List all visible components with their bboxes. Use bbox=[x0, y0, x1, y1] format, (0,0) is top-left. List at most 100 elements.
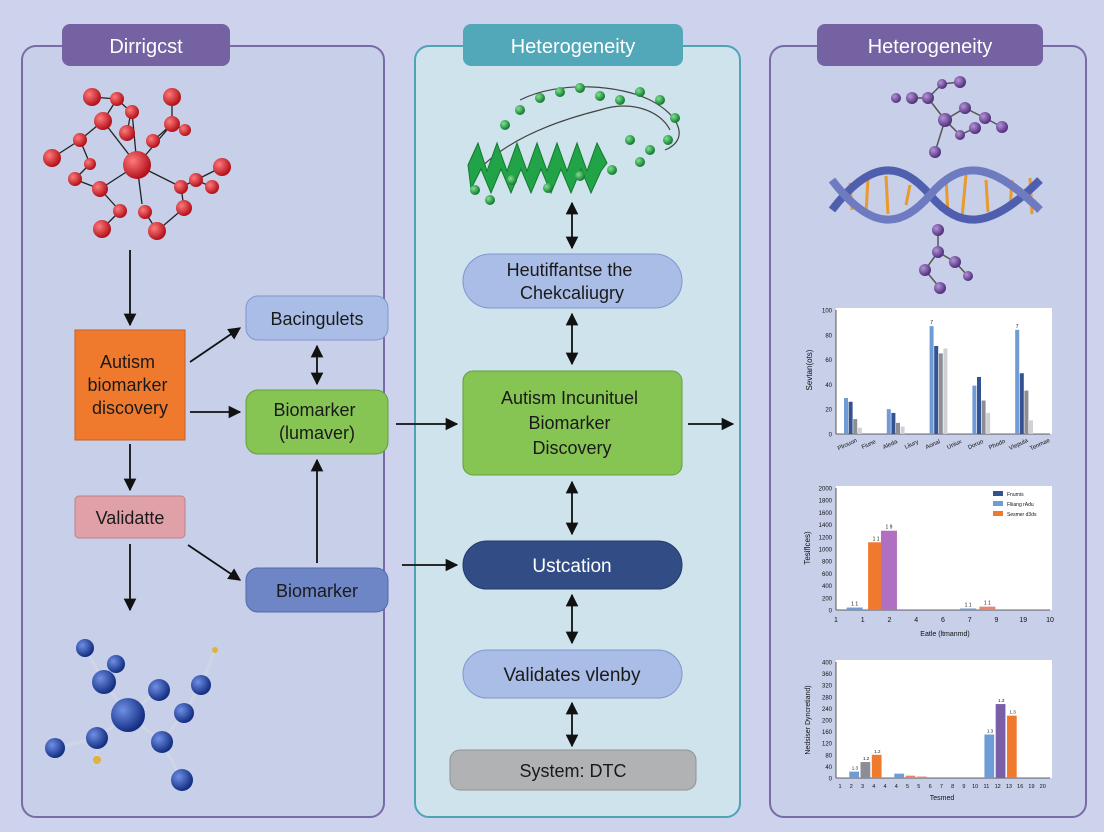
red-molecule-atoms bbox=[43, 88, 231, 240]
chart-2-ytick: 800 bbox=[822, 560, 833, 566]
chart-2-ytick: 0 bbox=[829, 609, 833, 615]
middle-panel-tab bbox=[463, 24, 683, 66]
chart-2-bar bbox=[960, 608, 977, 610]
biomarker-node-label: Biomarker bbox=[276, 581, 358, 601]
chart-3-xtick: 9 bbox=[962, 784, 965, 790]
chart-3-xtick: 12 bbox=[995, 784, 1001, 790]
chart-3-xtick: 1 bbox=[838, 784, 841, 790]
chart-3-xtick: 8 bbox=[951, 784, 954, 790]
chart-3-bar bbox=[905, 775, 916, 778]
chart-2-ytick: 600 bbox=[822, 572, 833, 578]
chart-1-bar bbox=[844, 398, 848, 434]
chart-2-xtick: 2 bbox=[888, 617, 892, 624]
biomarker-lumaver-node bbox=[245, 389, 389, 455]
chart-2-bar bbox=[880, 530, 897, 610]
chart-2-value-label: 1 1 bbox=[873, 536, 880, 542]
heutiff-node bbox=[462, 253, 683, 309]
chart-1-bar bbox=[1024, 390, 1029, 434]
autism-biomarker-discovery-node bbox=[74, 329, 186, 441]
chart-2-xtick: 10 bbox=[1046, 617, 1054, 624]
chart-2-ytick: 1400 bbox=[819, 523, 833, 529]
chart-2-ylabel: Tesiflces) bbox=[803, 531, 812, 565]
chart-2-legend-swatch bbox=[993, 511, 1003, 516]
chart-1-bar bbox=[891, 412, 896, 434]
chart-2-value-label: 1 1 bbox=[984, 601, 991, 607]
chart-2-ytick: 1800 bbox=[819, 499, 833, 505]
bacingulets-node bbox=[245, 295, 389, 341]
validates-node-label: Validates vlenby bbox=[504, 665, 641, 686]
chart-3-ytick: 200 bbox=[822, 719, 833, 725]
chart-3-value-label: 1.3 bbox=[998, 698, 1005, 703]
green-protein-icon bbox=[467, 83, 680, 205]
chart-2-legend-swatch bbox=[993, 491, 1003, 496]
chart-3-xtick: 11 bbox=[984, 784, 990, 790]
validates-node bbox=[462, 649, 683, 699]
chart-3-xtick: 3 bbox=[861, 784, 864, 790]
chart-3-xtick: 6 bbox=[929, 784, 932, 790]
chart-1-xtick: Aonal bbox=[925, 439, 941, 451]
chart-1-bar bbox=[986, 412, 991, 434]
chart-3-bar bbox=[871, 754, 882, 778]
chart-1-bar bbox=[929, 326, 934, 434]
chart-3-value-label: 1.3 bbox=[987, 729, 994, 734]
chart-3-ytick: 0 bbox=[829, 777, 833, 783]
arrow-validate-to-biomarker bbox=[187, 544, 242, 581]
chart-1-ytick: 80 bbox=[825, 333, 832, 339]
chart-1-bar bbox=[938, 353, 943, 434]
chart-1-bar bbox=[886, 409, 891, 434]
chart-1-xtick: Uniux bbox=[946, 439, 962, 451]
chart-1-bar bbox=[848, 401, 853, 434]
chart-2-xtick: 19 bbox=[1019, 617, 1027, 624]
chart-3-ytick: 40 bbox=[825, 765, 832, 771]
chart-3-xtick: 4 bbox=[872, 784, 875, 790]
system-dtc-node bbox=[449, 749, 697, 791]
chart-3-xtick: 20 bbox=[1040, 784, 1046, 790]
chart-3-ytick: 400 bbox=[822, 661, 833, 667]
chart-3-xtick: 5 bbox=[917, 784, 920, 790]
chart-2-ytick: 1600 bbox=[819, 511, 833, 517]
dna-helix-icon bbox=[828, 76, 1043, 294]
chart-3-xtick: 5 bbox=[906, 784, 909, 790]
chart-2-xtick: 9 bbox=[995, 617, 999, 624]
chart-2-ytick: 200 bbox=[822, 596, 833, 602]
biomarker-lumaver-node-label: Biomarker (lumaver) bbox=[273, 400, 360, 443]
chart-3-xtick: 7 bbox=[940, 784, 943, 790]
chart-2-ytick: 2000 bbox=[819, 487, 833, 493]
chart-3-value-label: 1.2 bbox=[863, 756, 870, 761]
system-dtc-node-label: System: DTC bbox=[519, 761, 626, 781]
chart-3-bar bbox=[894, 773, 905, 778]
chart-3-value-label: 1.3 bbox=[1009, 710, 1016, 715]
middle-arrows bbox=[565, 201, 735, 748]
chart-3-bar bbox=[984, 734, 995, 778]
blue-molecule-atoms bbox=[45, 639, 218, 791]
ustcation-node bbox=[462, 540, 683, 590]
chart-3-value-label: 1.3 bbox=[852, 766, 859, 771]
chart-1-value-label: 7 bbox=[1016, 324, 1019, 330]
chart-3-value-label: 1.2 bbox=[874, 749, 881, 754]
chart-3-ylabel: Nedsiser Dyncretiand) bbox=[805, 685, 812, 754]
chart-2-legend-label: Fnurnis bbox=[1007, 492, 1024, 498]
chart-3-bar bbox=[1006, 715, 1017, 778]
ustcation-node-label: Ustcation bbox=[532, 556, 611, 577]
chart-2-xtick: 1 bbox=[861, 617, 865, 624]
chart-3-xtick: 2 bbox=[850, 784, 853, 790]
chart-2-bar bbox=[846, 607, 863, 610]
chart-1-bar bbox=[943, 348, 948, 434]
chart-2-xtick: 6 bbox=[941, 617, 945, 624]
chart-2-value-label: 1 1 bbox=[851, 602, 858, 608]
chart-1-bar bbox=[981, 400, 986, 434]
chart-3-xtick: 4 bbox=[884, 784, 887, 790]
heutiff-node-label: Heutiffantse the Chekcaliugry bbox=[507, 260, 638, 303]
chart-1-bar bbox=[900, 426, 905, 434]
right-panel-tab bbox=[817, 24, 1043, 66]
chart-2-xlabel: Eatle (ltmanmd) bbox=[920, 631, 969, 638]
chart-1-bar bbox=[977, 376, 981, 434]
left-panel-title: Dirrigcst bbox=[109, 36, 183, 58]
chart-2-ytick: 1200 bbox=[819, 535, 833, 541]
chart-2-legend-label: Sesmer d3ds bbox=[1007, 512, 1037, 518]
chart-3-xtick: 13 bbox=[1006, 784, 1012, 790]
chart-3-ytick: 360 bbox=[822, 672, 833, 678]
chart-1-ytick: 20 bbox=[825, 408, 832, 414]
chart-2-value-label: 1 9 bbox=[885, 525, 892, 531]
